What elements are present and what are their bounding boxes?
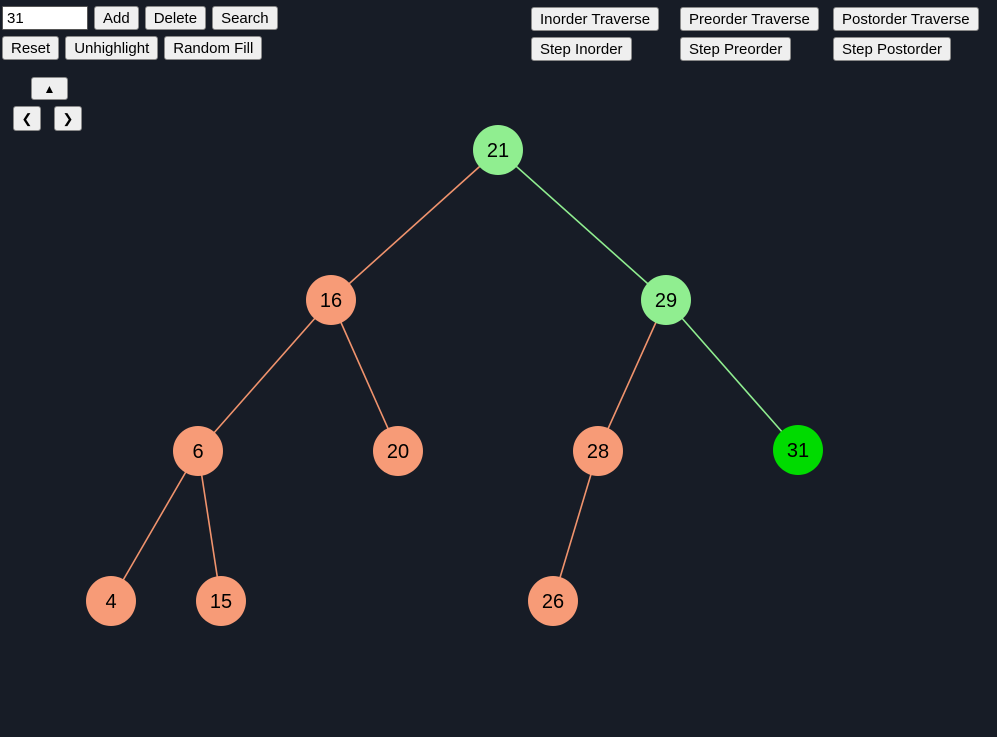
traverse-toolbar: Inorder Traverse Preorder Traverse Posto… [531, 7, 997, 61]
tree-edge-28-26 [552, 450, 599, 602]
tree-node-value-label: 6 [192, 441, 203, 463]
pan-up-button[interactable]: ▲ [31, 77, 68, 100]
random-fill-button[interactable]: Random Fill [164, 36, 263, 60]
up-arrow-icon: ▲ [43, 81, 56, 96]
tree-node-value-label: 31 [787, 440, 809, 462]
reset-button[interactable]: Reset [2, 36, 60, 60]
tree-node-20[interactable]: 20 [373, 426, 423, 476]
chevron-left-icon: ❮ [21, 111, 33, 126]
tree-node-circle[interactable] [86, 576, 136, 626]
toolbar-row-2: Reset Unhighlight Random Fill [2, 36, 278, 60]
tree-edge-6-15 [197, 450, 222, 602]
tree-node-circle[interactable] [473, 125, 523, 175]
tree-node-21[interactable]: 21 [473, 125, 523, 175]
tree-node-29[interactable]: 29 [641, 275, 691, 325]
chevron-right-icon: ❯ [62, 111, 74, 126]
tree-node-28[interactable]: 28 [573, 426, 623, 476]
delete-button[interactable]: Delete [144, 6, 207, 30]
left-toolbar: Add Delete Search Reset Unhighlight Rand… [2, 6, 278, 66]
tree-node-value-label: 4 [105, 591, 116, 613]
pan-right-button[interactable]: ❯ [54, 106, 82, 131]
tree-node-6[interactable]: 6 [173, 426, 223, 476]
tree-node-value-label: 28 [587, 441, 609, 463]
tree-edge-21-29 [497, 149, 667, 301]
tree-node-4[interactable]: 4 [86, 576, 136, 626]
pan-left-button[interactable]: ❮ [13, 106, 41, 131]
tree-edge-21-16 [330, 149, 499, 301]
postorder-traverse-button[interactable]: Postorder Traverse [833, 7, 979, 31]
step-postorder-button[interactable]: Step Postorder [833, 37, 952, 61]
tree-node-15[interactable]: 15 [196, 576, 246, 626]
toolbar-row-1: Add Delete Search [2, 6, 278, 30]
tree-node-circle[interactable] [641, 275, 691, 325]
tree-node-value-label: 15 [210, 591, 232, 613]
unhighlight-button[interactable]: Unhighlight [65, 36, 159, 60]
tree-node-16[interactable]: 16 [306, 275, 356, 325]
tree-node-circle[interactable] [196, 576, 246, 626]
tree-node-circle[interactable] [373, 426, 423, 476]
inorder-traverse-button[interactable]: Inorder Traverse [531, 7, 660, 31]
tree-node-circle[interactable] [173, 426, 223, 476]
preorder-traverse-button[interactable]: Preorder Traverse [680, 7, 819, 31]
step-preorder-button[interactable]: Step Preorder [680, 37, 792, 61]
tree-edge-6-4 [110, 450, 199, 602]
tree-edge-29-28 [597, 299, 667, 452]
add-button[interactable]: Add [94, 6, 139, 30]
value-input[interactable] [2, 6, 88, 30]
search-button[interactable]: Search [212, 6, 278, 30]
tree-node-circle[interactable] [528, 576, 578, 626]
tree-node-value-label: 21 [487, 140, 509, 162]
tree-node-value-label: 20 [387, 441, 409, 463]
tree-edge-29-31 [665, 299, 799, 451]
tree-node-value-label: 16 [320, 290, 342, 312]
tree-node-circle[interactable] [573, 426, 623, 476]
tree-edge-16-20 [330, 299, 399, 452]
tree-node-value-label: 26 [542, 591, 564, 613]
tree-edge-16-6 [197, 299, 332, 452]
step-inorder-button[interactable]: Step Inorder [531, 37, 632, 61]
tree-node-circle[interactable] [773, 425, 823, 475]
tree-node-26[interactable]: 26 [528, 576, 578, 626]
tree-node-31[interactable]: 31 [773, 425, 823, 475]
tree-node-value-label: 29 [655, 290, 677, 312]
tree-node-circle[interactable] [306, 275, 356, 325]
